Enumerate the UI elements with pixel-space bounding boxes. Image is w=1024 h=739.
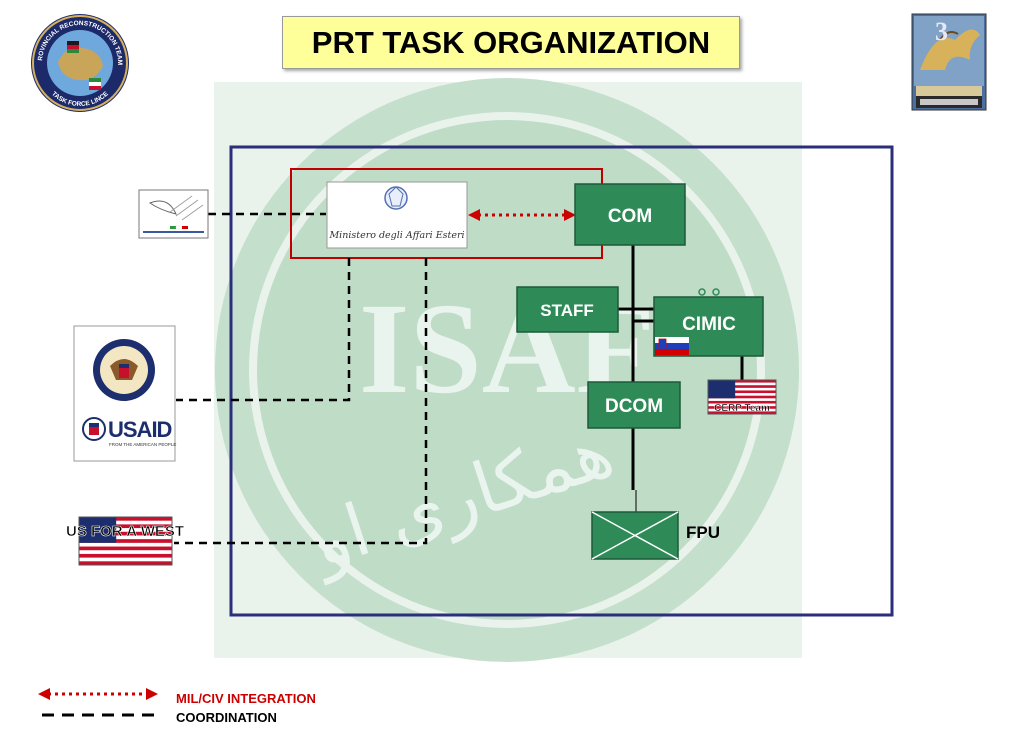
com-label: COM	[608, 206, 652, 227]
usaid-card: USAID FROM THE AMERICAN PEOPLE	[73, 325, 176, 462]
legend-coordination-label: COORDINATION	[176, 710, 277, 725]
dcom-box: DCOM	[587, 381, 681, 429]
cerp-label: CERP Team	[714, 403, 770, 414]
cimic-box: CIMIC	[653, 288, 764, 357]
dcom-label: DCOM	[605, 396, 663, 417]
fpu-unit-symbol	[591, 511, 679, 560]
svg-text:3: 3	[935, 17, 948, 46]
coordination-lines	[174, 212, 428, 545]
regiment-emblem: 3	[911, 13, 987, 111]
ministry-card: Ministero degli Affari Esteri	[326, 181, 468, 249]
cimic-label: CIMIC	[682, 314, 736, 335]
staff-box: STAFF	[516, 286, 619, 333]
isaf-watermark: ISAF همکاری او	[214, 78, 802, 662]
fpu-label: FPU	[686, 523, 720, 542]
slovenia-flag-icon	[655, 337, 689, 355]
ministry-label: Ministero degli Affari Esteri	[328, 230, 464, 241]
usaid-tagline: FROM THE AMERICAN PEOPLE	[109, 442, 176, 447]
usaid-label: USAID	[108, 417, 172, 442]
integration-arrow	[468, 209, 576, 221]
com-box: COM	[574, 183, 686, 246]
cooperazione-italiana-logo	[138, 189, 209, 239]
cerp-us-flag	[707, 379, 777, 415]
legend-integration-arrow	[38, 688, 158, 700]
page-title: PRT TASK ORGANIZATION	[282, 16, 740, 69]
prt-frame	[229, 145, 894, 617]
prt-lince-badge: PROVINCIAL RECONSTRUCTION TEAM TASK FORC…	[0, 0, 129, 112]
us-for-a-west-label: US FOR A WEST	[66, 523, 184, 540]
legend-integration-label: MIL/CIV INTEGRATION	[176, 691, 316, 706]
staff-label: STAFF	[540, 301, 594, 320]
command-lines	[618, 245, 744, 490]
us-for-a-west-flag	[78, 516, 173, 566]
